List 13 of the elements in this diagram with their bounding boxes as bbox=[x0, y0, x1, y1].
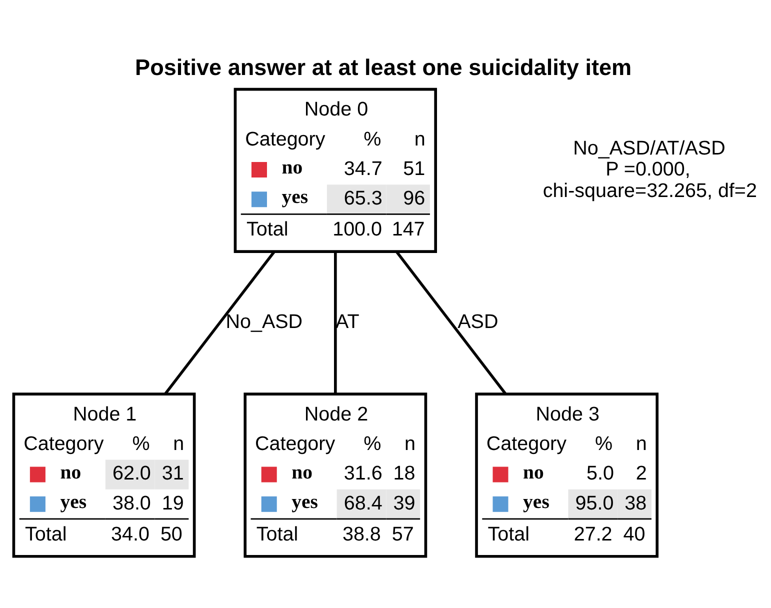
label: chi-square=32.265, df=2 bbox=[542, 179, 757, 202]
label: No_ASD/AT/ASD bbox=[573, 137, 726, 160]
connector bbox=[334, 251, 337, 394]
edge-label: No_ASD bbox=[226, 310, 303, 333]
node-box: Node 1 Category % n no 62.0 31 yes 38.0 19 Total 34.0 50 bbox=[12, 392, 196, 558]
node-box: Node 3 Category % n no 5.0 2 yes 95.0 38 Total 27.2 40 bbox=[475, 392, 659, 558]
diagram-title: Positive answer at at least one suicidality item bbox=[135, 54, 632, 80]
edge-label: ASD bbox=[458, 310, 498, 333]
label: P =0.000, bbox=[606, 158, 690, 180]
node-box: Node 2 Category % n no 31.6 18 yes 68.4 39 Total 38.8 57 bbox=[244, 392, 428, 558]
node-box: Node 0 Category % n no 34.7 51 yes 65.3 96 Total 100.0 147 bbox=[234, 87, 437, 252]
connector bbox=[395, 250, 506, 394]
connector bbox=[164, 250, 276, 394]
